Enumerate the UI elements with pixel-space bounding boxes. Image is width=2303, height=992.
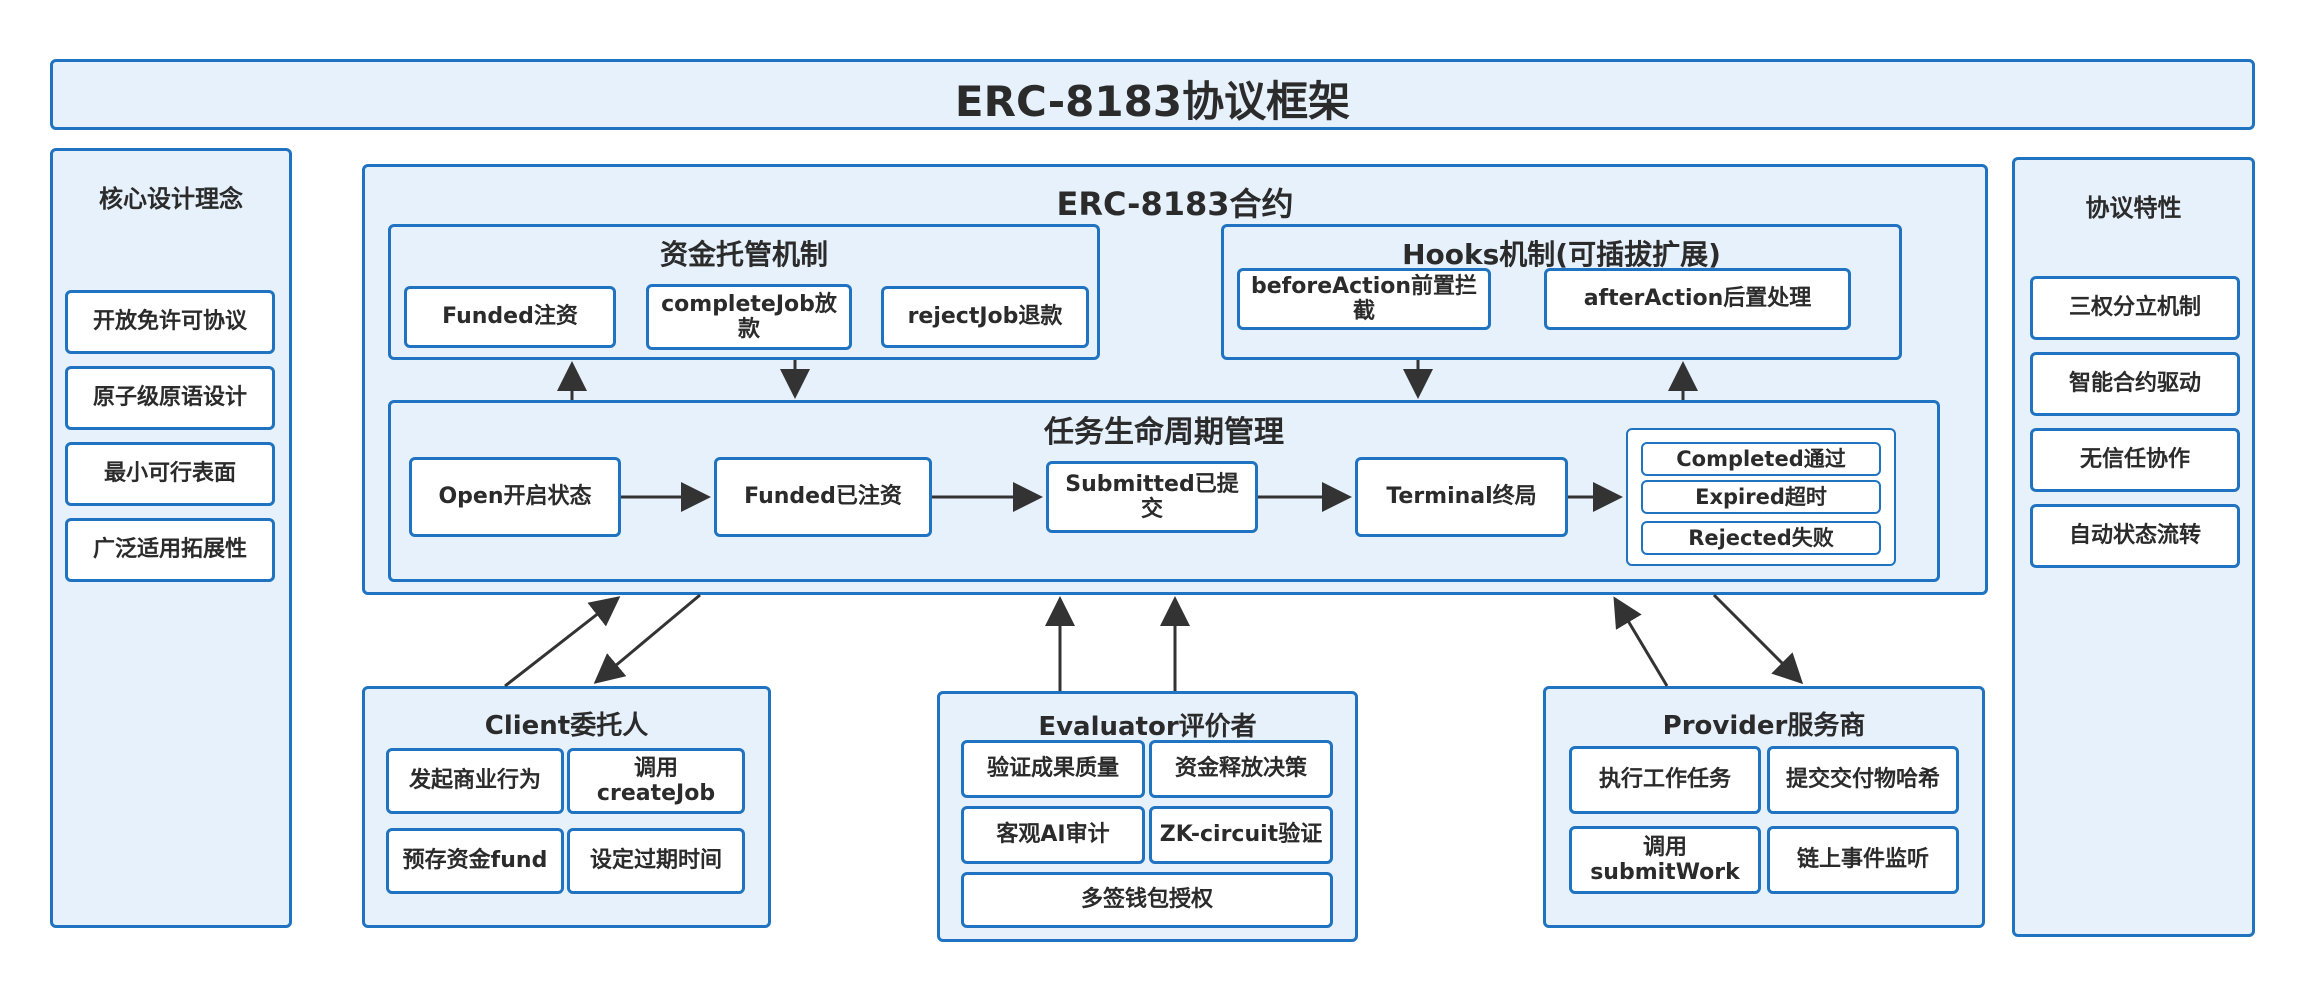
feature-item-1: 三权分立机制 bbox=[2030, 276, 2240, 340]
feature-item-4: 自动状态流转 bbox=[2030, 504, 2240, 568]
escrow-complete-job: completeJob放款 bbox=[646, 284, 852, 350]
header-banner: ERC-8183协议框架 bbox=[50, 59, 2255, 130]
core-item-3: 最小可行表面 bbox=[65, 442, 275, 506]
escrow-reject-job: rejectJob退款 bbox=[881, 286, 1089, 348]
core-design-title: 核心设计理念 bbox=[99, 185, 243, 213]
provider-execute-task: 执行工作任务 bbox=[1569, 746, 1761, 814]
state-funded: Funded已注资 bbox=[714, 457, 932, 537]
page-title: ERC-8183协议框架 bbox=[954, 77, 1351, 126]
hooks-title: Hooks机制(可插拔扩展) bbox=[1402, 238, 1721, 271]
escrow-title: 资金托管机制 bbox=[659, 238, 828, 271]
evaluator-multisig: 多签钱包授权 bbox=[961, 872, 1333, 928]
protocol-features-title: 协议特性 bbox=[2085, 194, 2182, 222]
feature-item-2: 智能合约驱动 bbox=[2030, 352, 2240, 416]
arrow-provider-to-contract bbox=[1613, 596, 1669, 687]
outcome-expired: Expired超时 bbox=[1641, 480, 1881, 514]
escrow-funded: Funded注资 bbox=[404, 286, 616, 348]
feature-item-3: 无信任协作 bbox=[2030, 428, 2240, 492]
core-item-4: 广泛适用拓展性 bbox=[65, 518, 275, 582]
provider-submit-hash: 提交交付物哈希 bbox=[1767, 746, 1959, 814]
arrow-contract-to-client bbox=[593, 593, 701, 684]
client-call-create-job: 调用createJob bbox=[567, 748, 745, 814]
lifecycle-title: 任务生命周期管理 bbox=[1044, 415, 1284, 450]
client-set-expiry: 设定过期时间 bbox=[567, 828, 745, 894]
hooks-after-action: afterAction后置处理 bbox=[1544, 268, 1851, 330]
provider-call-submit-work: 调用 submitWork bbox=[1569, 826, 1761, 894]
evaluator-verify-quality: 验证成果质量 bbox=[961, 740, 1145, 798]
hooks-before-action: beforeAction前置拦截 bbox=[1237, 268, 1491, 330]
core-item-1: 开放免许可协议 bbox=[65, 290, 275, 354]
provider-title: Provider服务商 bbox=[1662, 711, 1866, 741]
evaluator-title: Evaluator评价者 bbox=[1038, 712, 1257, 742]
outcome-completed: Completed通过 bbox=[1641, 442, 1881, 476]
evaluator-zk-circuit: ZK-circuit验证 bbox=[1149, 806, 1333, 864]
core-item-2: 原子级原语设计 bbox=[65, 366, 275, 430]
state-terminal: Terminal终局 bbox=[1355, 457, 1568, 537]
contract-title: ERC-8183合约 bbox=[1056, 185, 1294, 223]
evaluator-ai-audit: 客观AI审计 bbox=[961, 806, 1145, 864]
provider-event-listen: 链上事件监听 bbox=[1767, 826, 1959, 894]
client-initiate-business: 发起商业行为 bbox=[386, 748, 564, 814]
state-submitted: Submitted已提交 bbox=[1046, 461, 1258, 533]
arrow-client-to-contract bbox=[504, 596, 621, 688]
client-prefund: 预存资金fund bbox=[386, 828, 564, 894]
state-open: Open开启状态 bbox=[409, 457, 621, 537]
arrow-contract-to-provider bbox=[1712, 593, 1804, 685]
evaluator-release-decision: 资金释放决策 bbox=[1149, 740, 1333, 798]
client-title: Client委托人 bbox=[484, 711, 649, 741]
outcome-rejected: Rejected失败 bbox=[1641, 521, 1881, 555]
